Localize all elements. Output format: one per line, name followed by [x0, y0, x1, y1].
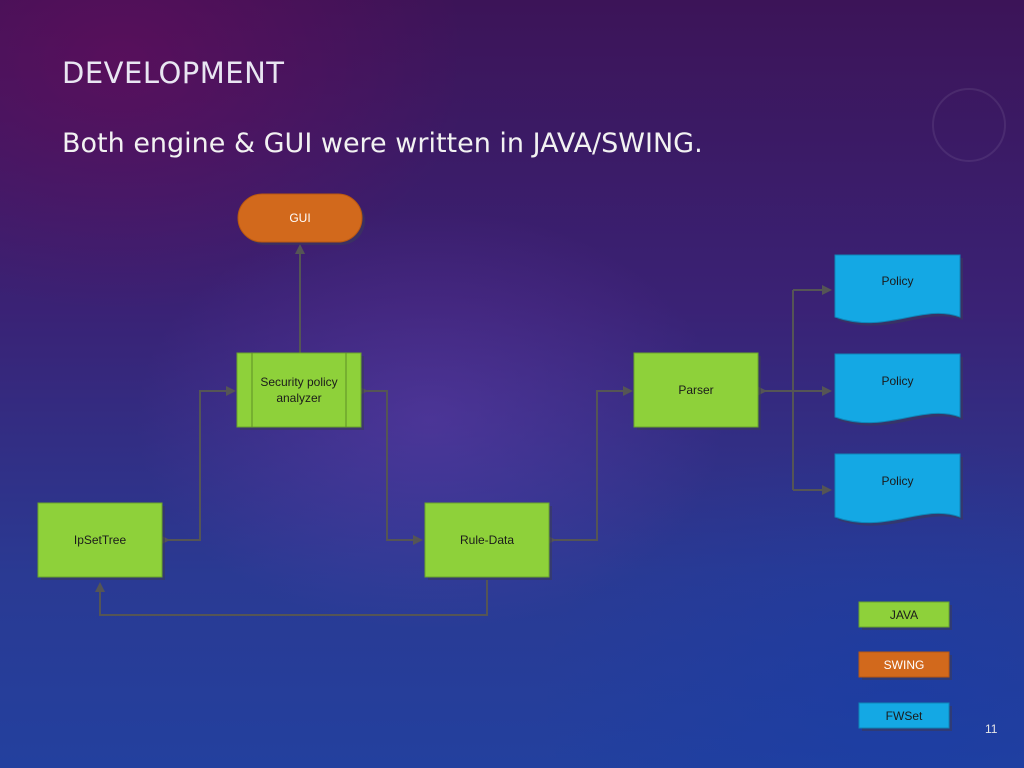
node-ruledata	[424, 502, 552, 580]
connector-ruledata-parser	[546, 386, 633, 545]
policy3-label: Policy	[881, 474, 914, 488]
node-policy1	[834, 254, 963, 326]
slide-subtitle: Both engine & GUI were written in JAVA/S…	[62, 128, 703, 159]
legend-java-box	[858, 601, 952, 630]
parser-label: Parser	[678, 383, 714, 397]
node-gui	[237, 193, 365, 245]
slide-title: DEVELOPMENT	[62, 56, 285, 90]
node-policy3	[834, 453, 963, 526]
connector-ipsettree-analyzer	[160, 386, 236, 545]
analyzer-label: Security policy analyzer	[260, 375, 338, 405]
legend-swing-box	[858, 651, 952, 680]
policy1-label: Policy	[881, 274, 914, 288]
legend-java-label: JAVA	[889, 607, 919, 622]
legend-swing-label: SWING	[883, 657, 925, 672]
connector-ruledata-ipsettree	[95, 580, 488, 616]
connector-analyzer-ruledata	[358, 386, 423, 545]
legend-fwset-label: FWSet	[885, 708, 923, 723]
page-number: 11	[985, 722, 998, 736]
node-analyzer	[236, 352, 364, 430]
legend-fwset-box	[858, 702, 952, 731]
gui-label: GUI	[289, 211, 311, 225]
decorative-circle	[932, 88, 1006, 162]
node-parser	[633, 352, 761, 430]
policy2-label: Policy	[881, 374, 914, 388]
connectors	[95, 244, 832, 616]
ipsettree-label: IpSetTree	[73, 533, 127, 547]
ruledata-label: Rule-Data	[459, 533, 515, 547]
node-ipsettree	[37, 502, 165, 580]
node-policy2	[834, 353, 963, 426]
